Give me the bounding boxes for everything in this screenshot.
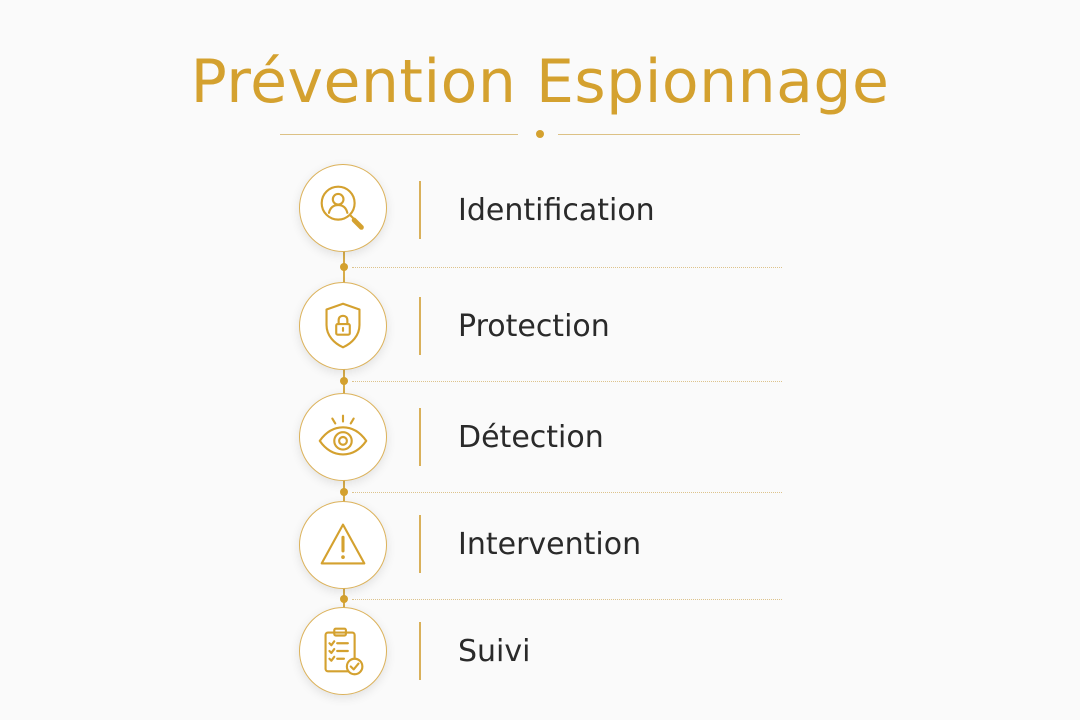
- shield-lock-icon: [325, 302, 361, 349]
- step-separator: [352, 381, 782, 382]
- page-title: Prévention Espionnage: [190, 47, 890, 117]
- step-separator: [352, 599, 782, 600]
- step-icon-circle: [299, 393, 387, 481]
- title-divider-left: [280, 134, 518, 135]
- step-separator: [352, 267, 782, 268]
- step-label-detection: Détection: [458, 420, 604, 455]
- step-accent-bar: [419, 181, 421, 239]
- step-accent-bar: [419, 515, 421, 573]
- title-divider-right: [558, 134, 800, 135]
- timeline-joint: [340, 263, 348, 271]
- step-accent-bar: [419, 622, 421, 680]
- step-icon-circle: [299, 282, 387, 370]
- timeline-joint: [340, 488, 348, 496]
- step-icon-circle: [299, 607, 387, 695]
- step-icon-circle: [299, 164, 387, 252]
- step-accent-bar: [419, 297, 421, 355]
- user-search-icon: [320, 185, 364, 230]
- warning-triangle-icon: [320, 523, 366, 565]
- timeline-joint: [340, 377, 348, 385]
- title-divider-dot: [536, 130, 544, 138]
- step-accent-bar: [419, 408, 421, 466]
- step-label-intervention: Intervention: [458, 527, 642, 562]
- clipboard-check-icon: [324, 627, 364, 676]
- timeline-joint: [340, 595, 348, 603]
- step-label-protection: Protection: [458, 309, 610, 344]
- step-separator: [352, 492, 782, 493]
- eye-icon: [318, 414, 368, 456]
- step-label-suivi: Suivi: [458, 634, 531, 669]
- step-icon-circle: [299, 501, 387, 589]
- step-label-identification: Identification: [458, 193, 655, 228]
